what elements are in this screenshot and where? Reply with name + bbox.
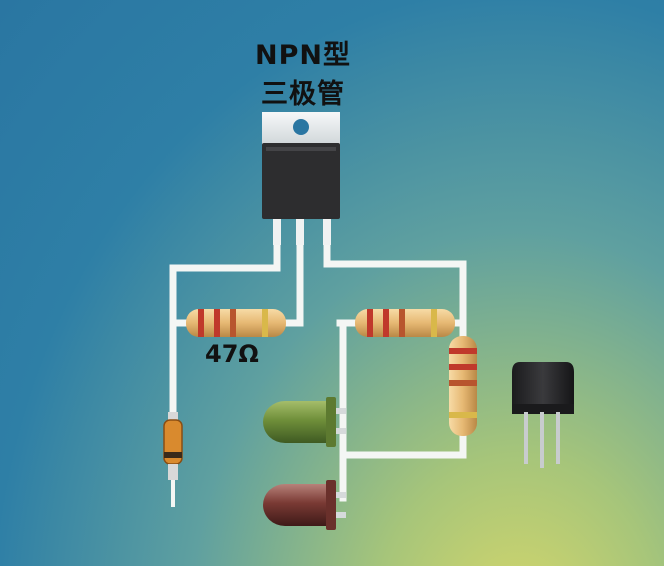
resistor-47-ohm [186,309,286,337]
resistor-right-horizontal [355,309,455,337]
transistor-body-shine [266,147,336,151]
wire-left-rail [169,238,281,419]
resistor-right-vertical [449,336,477,436]
title-line-1: NPN型 [255,40,351,71]
transistor-leg-2 [296,219,304,245]
transistor-mounting-hole [293,119,309,135]
wire-bottom [339,426,467,459]
resistor-label: 47Ω [205,340,259,368]
transistor-leg-3 [323,219,331,245]
led-green [263,397,346,447]
buzzer [512,362,574,468]
npn-transistor [262,112,340,245]
transistor-leg-1 [273,219,281,245]
diode [163,412,183,480]
title-line-2: 三极管 [261,79,345,110]
led-red [263,480,346,530]
transistor-body [262,143,340,219]
wire-right-rail [323,238,467,344]
wires [169,238,467,507]
